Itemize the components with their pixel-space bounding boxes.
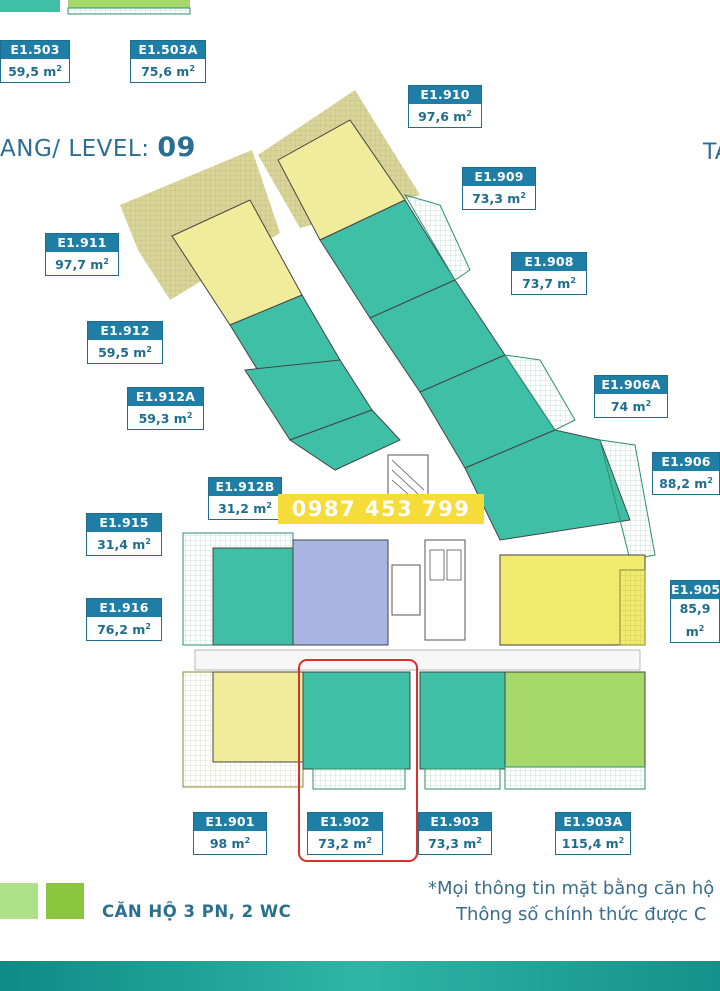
unit-label-e1-910[interactable]: E1.910 97,6 m2: [408, 85, 482, 129]
unit-code: E1.902: [308, 813, 382, 831]
unit-label-e1-902[interactable]: E1.902 73,2 m2: [307, 812, 383, 856]
unit-area: 98 m2: [209, 836, 251, 852]
unit-code: E1.912A: [128, 388, 203, 406]
unit-label-e1-905[interactable]: E1.905 85,9 m2: [670, 580, 720, 644]
unit-code: E1.915: [87, 514, 161, 532]
unit-label-e1-906[interactable]: E1.906 88,2 m2: [652, 452, 720, 496]
unit-area: 115,4 m2: [561, 836, 625, 852]
unit-area: 59,3 m2: [138, 411, 193, 427]
unit-label-e1-912a[interactable]: E1.912A 59,3 m2: [127, 387, 204, 431]
unit-label-e1-915[interactable]: E1.915 31,4 m2: [86, 513, 162, 557]
footer-bar: [0, 961, 720, 991]
legend-label: CĂN HỘ 3 PN, 2 WC: [102, 902, 292, 921]
level-prefix: ANG/ LEVEL:: [0, 136, 150, 162]
unit-area: 73,3 m2: [428, 836, 482, 852]
unit-label-e1-912[interactable]: E1.912 59,5 m2: [87, 321, 163, 365]
legend-swatch-light-green: [0, 883, 38, 919]
unit-code: E1.916: [87, 599, 161, 617]
unit-label-e1-903a[interactable]: E1.903A 115,4 m2: [555, 812, 631, 856]
unit-label-e1-909[interactable]: E1.909 73,3 m2: [462, 167, 536, 211]
right-wing: [258, 90, 656, 561]
unit-area: 97,6 m2: [418, 109, 472, 125]
unit-code: E1.911: [46, 234, 118, 252]
unit-code: E1.905: [671, 581, 720, 599]
unit-code: E1.503: [1, 41, 69, 59]
unit-area: 31,2 m2: [218, 501, 272, 517]
unit-code: E1.906A: [595, 376, 667, 394]
unit-code: E1.503A: [131, 41, 205, 59]
unit-label-e1-901[interactable]: E1.901 98 m2: [193, 812, 267, 856]
unit-code: E1.910: [409, 86, 481, 104]
unit-area: 76,2 m2: [97, 622, 151, 638]
unit-code: E1.912: [88, 322, 162, 340]
unit-area: 73,3 m2: [472, 191, 526, 207]
unit-area: 73,7 m2: [522, 276, 576, 292]
unit-area: 85,9 m2: [679, 601, 711, 640]
note-line-2: Thông số chính thức được C: [456, 904, 707, 925]
level-label: ANG/ LEVEL: 09: [0, 132, 196, 163]
level5-remnant: [0, 0, 191, 15]
middle-row: [182, 532, 646, 646]
unit-code: E1.906: [653, 453, 719, 471]
unit-area: 73,2 m2: [318, 836, 372, 852]
bottom-row: [182, 671, 646, 790]
legend-swatch-green: [46, 883, 84, 919]
left-wing: [120, 150, 401, 471]
unit-code: E1.903: [419, 813, 491, 831]
unit-area: 31,4 m2: [97, 537, 151, 553]
highlight-frame-e1-902: [298, 659, 418, 862]
unit-area: 59,5 m2: [8, 64, 62, 80]
unit-label-e1-911[interactable]: E1.911 97,7 m2: [45, 233, 119, 277]
unit-label-e1-503[interactable]: E1.503 59,5 m2: [0, 40, 70, 84]
unit-label-e1-916[interactable]: E1.916 76,2 m2: [86, 598, 162, 642]
level-label-right-fragment: TA: [703, 140, 720, 165]
unit-area: 97,7 m2: [55, 257, 109, 273]
core: [387, 454, 466, 641]
unit-area: 74 m2: [610, 399, 652, 415]
unit-label-e1-503a[interactable]: E1.503A 75,6 m2: [130, 40, 206, 84]
unit-label-e1-906a[interactable]: E1.906A 74 m2: [594, 375, 668, 419]
unit-code: E1.908: [512, 253, 586, 271]
unit-code: E1.901: [194, 813, 266, 831]
unit-label-e1-903[interactable]: E1.903 73,3 m2: [418, 812, 492, 856]
unit-code: E1.909: [463, 168, 535, 186]
unit-code: E1.903A: [556, 813, 630, 831]
unit-code: E1.912B: [209, 478, 281, 496]
unit-area: 88,2 m2: [659, 476, 713, 492]
phone-banner: 0987 453 799: [278, 494, 484, 524]
unit-area: 59,5 m2: [98, 345, 152, 361]
unit-label-e1-908[interactable]: E1.908 73,7 m2: [511, 252, 587, 296]
unit-area: 75,6 m2: [141, 64, 195, 80]
note-line-1: *Mọi thông tin mặt bằng căn hộ: [428, 878, 715, 899]
level-number: 09: [157, 132, 196, 163]
unit-label-e1-912b[interactable]: E1.912B 31,2 m2: [208, 477, 282, 521]
